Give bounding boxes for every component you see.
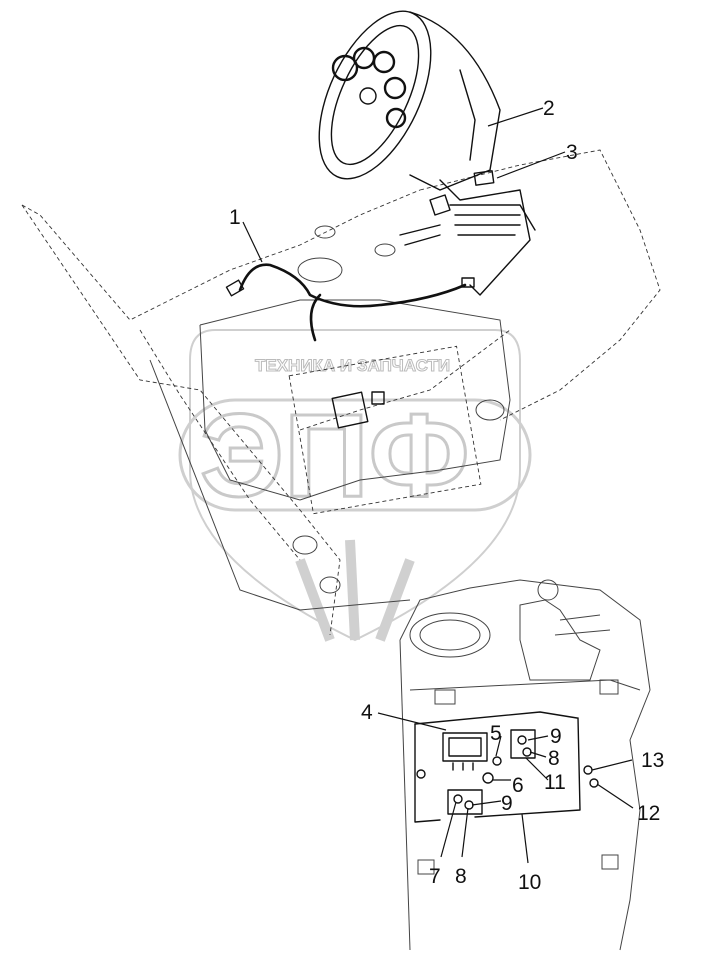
callouts: 1 2 3 4 5 6 7 8 8 9 9 10 11 12 13 [229,97,664,894]
callout-9a: 9 [550,725,562,748]
upper-console [21,149,661,636]
callout-1: 1 [229,206,241,229]
callout-3: 3 [566,141,578,164]
callout-4: 4 [361,701,373,724]
callout-12: 12 [637,802,660,825]
callout-8a: 8 [548,747,560,770]
watermark: ТЕХНИКА И ЗАПЧАСТИ ЭПФ [178,329,532,642]
callout-6: 6 [512,774,524,797]
leader-lines [242,107,634,864]
watermark-tagline: ТЕХНИКА И ЗАПЧАСТИ [255,356,450,375]
callout-9b: 9 [501,792,513,815]
callout-11: 11 [544,771,566,794]
callout-10: 10 [518,871,541,894]
callout-2: 2 [543,97,555,120]
callout-5: 5 [490,722,502,745]
harness [225,263,475,342]
callout-7: 7 [429,865,441,888]
callout-13: 13 [641,749,664,772]
callout-8b: 8 [455,865,467,888]
steering-wheel [318,10,536,296]
